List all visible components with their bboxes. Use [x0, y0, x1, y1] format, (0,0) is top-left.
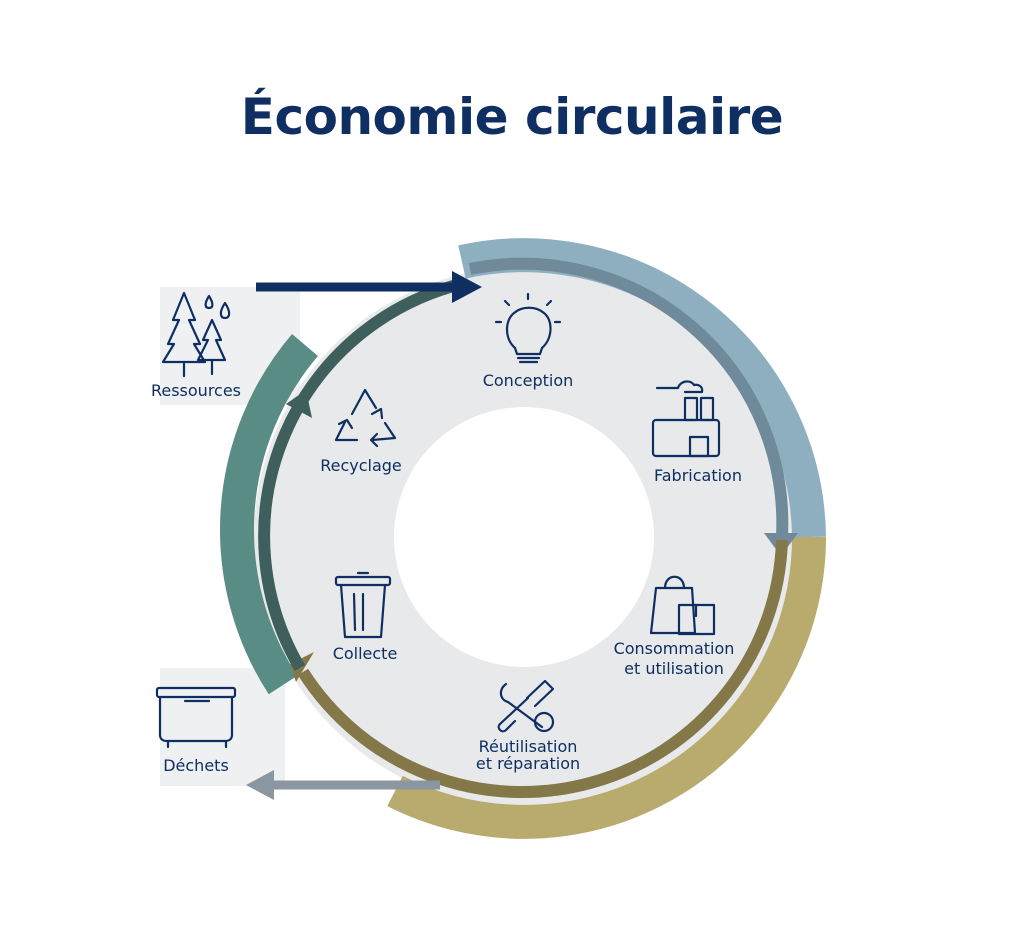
- center-hole: [398, 411, 650, 663]
- cycle-disk: [254, 267, 794, 807]
- dechets-arrowhead: [246, 770, 274, 800]
- label-collecte: Collecte: [333, 644, 398, 663]
- trees-icon: [161, 291, 231, 378]
- inner-arrow-teal: [258, 277, 467, 672]
- page-title: Économie circulaire: [240, 88, 784, 146]
- trash-can-icon: [334, 571, 392, 639]
- arrowhead-collecte: [290, 652, 314, 682]
- label-dechets: Déchets: [163, 756, 229, 775]
- label-consommation-line1: Consommation: [614, 639, 735, 658]
- recycle-icon: [334, 388, 397, 448]
- ressources-arrowhead: [452, 271, 482, 303]
- shopping-bag-icon: [649, 575, 716, 636]
- inner-arrow-gold: [297, 539, 788, 799]
- factory-icon: [651, 380, 721, 458]
- inner-arrow-blue: [468, 257, 789, 538]
- label-reutilisation-line2: et réparation: [476, 754, 580, 773]
- label-ressources: Ressources: [151, 381, 241, 400]
- label-fabrication: Fabrication: [654, 466, 742, 485]
- outer-ring-gold: [387, 536, 826, 839]
- waste-container-icon: [155, 686, 237, 749]
- outer-ring-blue: [458, 238, 826, 538]
- outer-ring-teal: [220, 333, 318, 695]
- label-conception: Conception: [483, 371, 574, 390]
- label-consommation-line2: et utilisation: [624, 659, 724, 678]
- arrowhead-recyclage: [286, 390, 312, 418]
- lightbulb-icon: [494, 292, 562, 364]
- tools-icon: [497, 679, 555, 733]
- label-reutilisation-line1: Réutilisation: [479, 737, 578, 756]
- label-recyclage: Recyclage: [320, 456, 402, 475]
